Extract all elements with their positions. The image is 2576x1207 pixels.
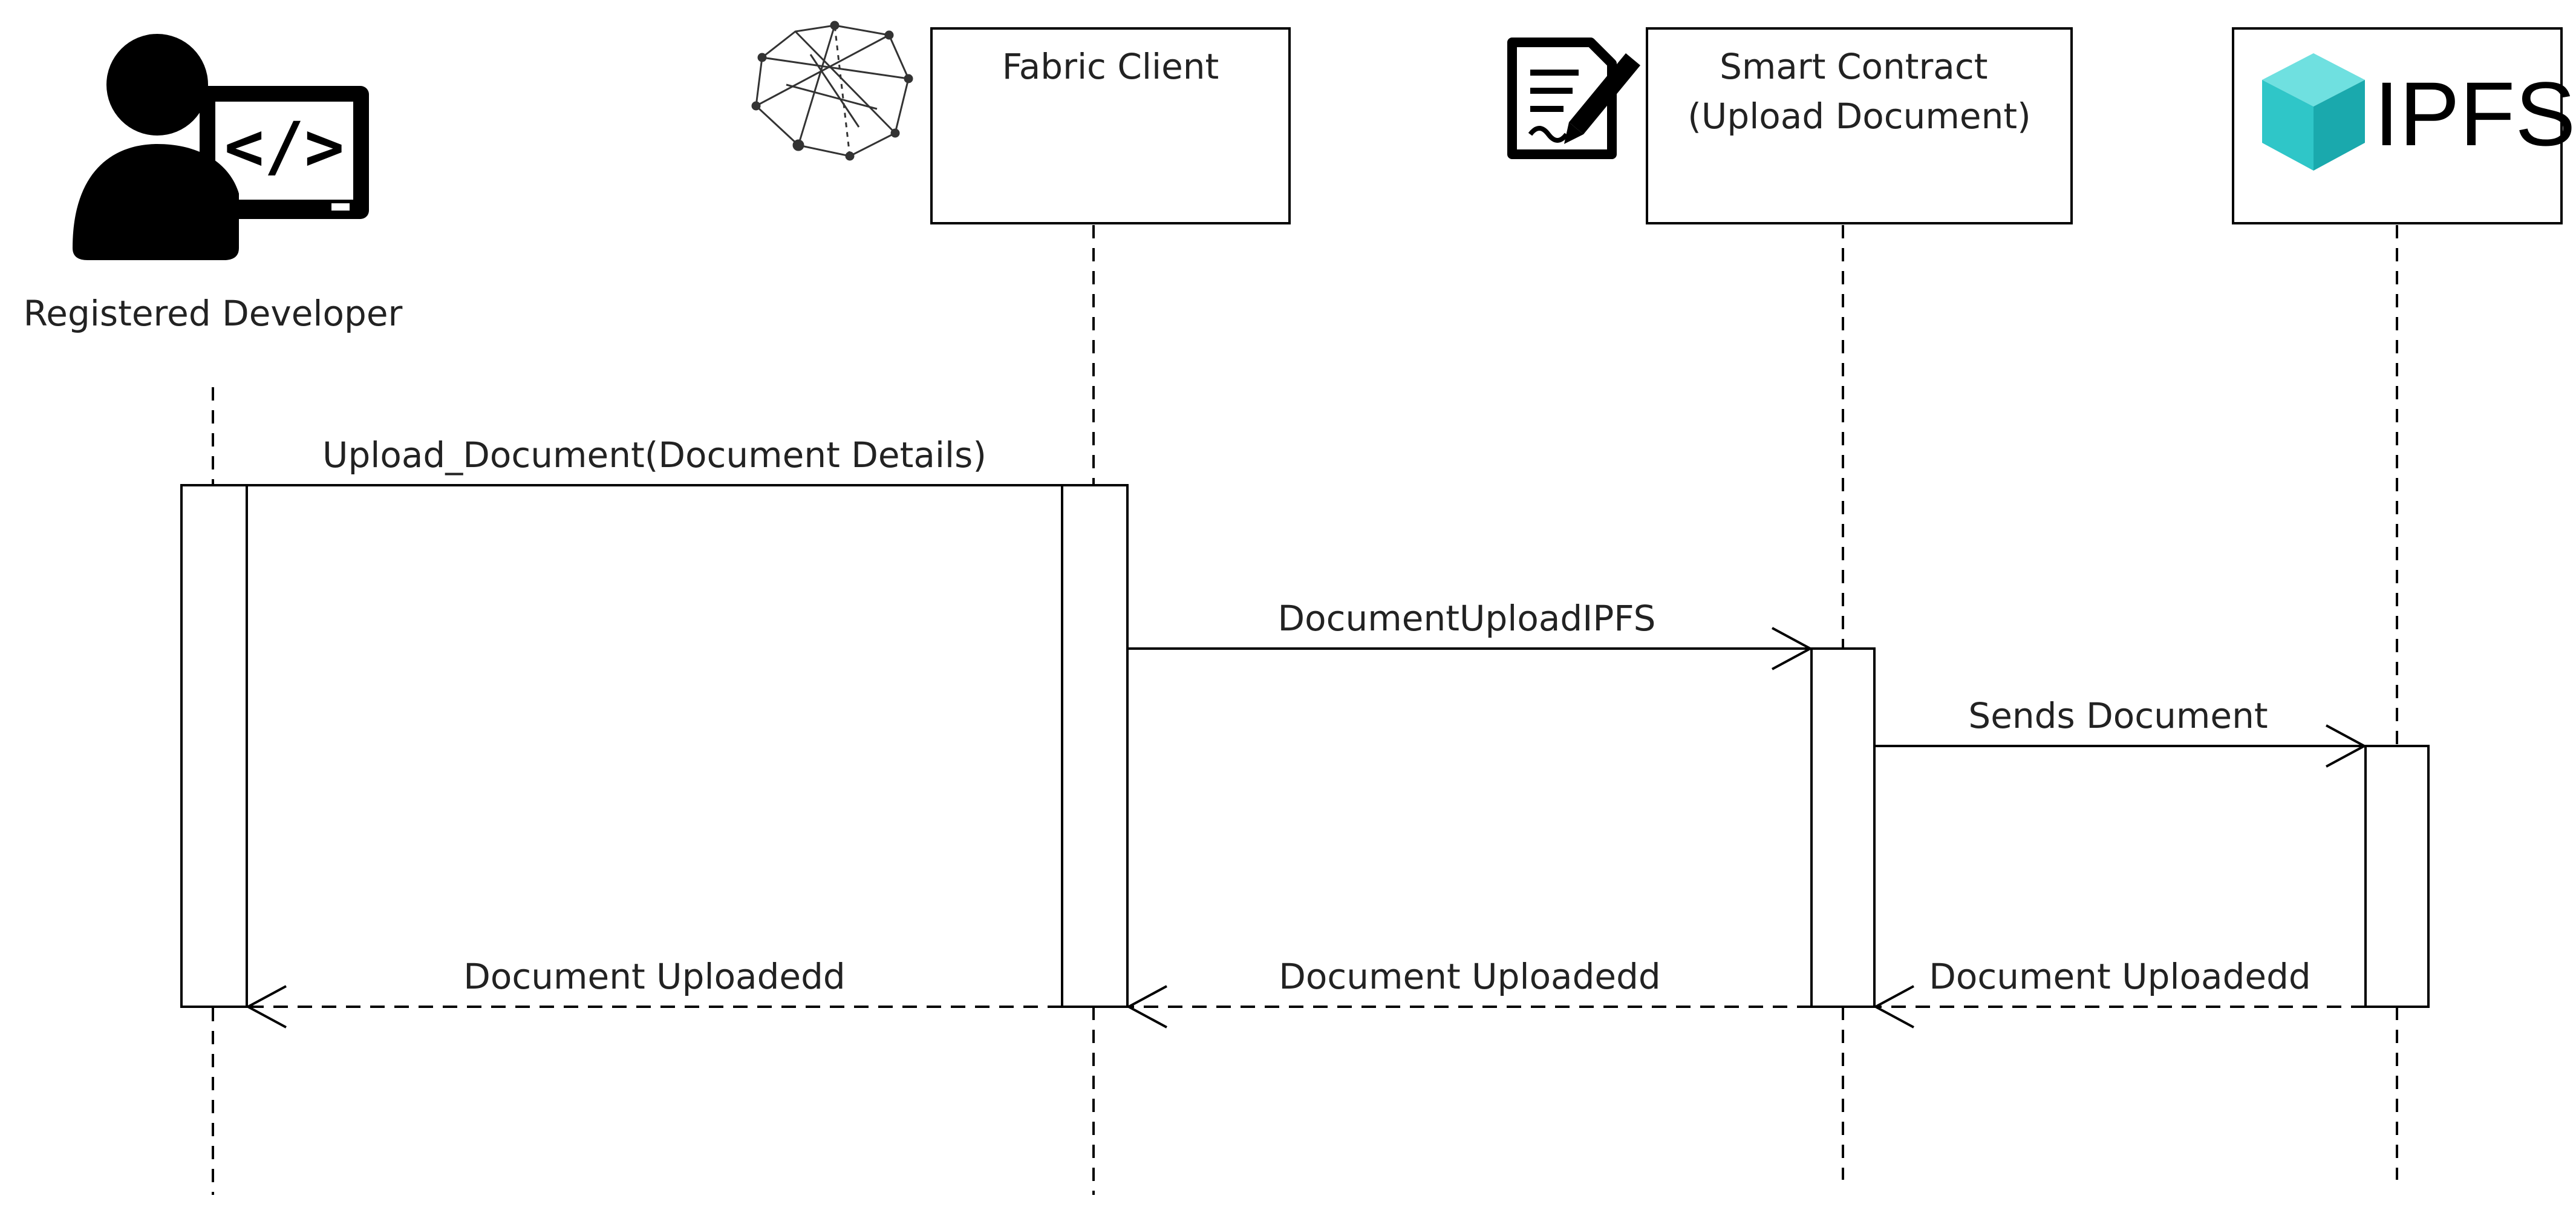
message-arrow-document-upload-ipfs [1127, 627, 1813, 670]
message-label-return-contract-fabric: Document Uploadedd [1279, 956, 1660, 997]
fabric-network-icon [751, 21, 913, 161]
participant-label-contract-line2: (Upload Document) [1687, 96, 2030, 137]
ipfs-logo: IPFS [2262, 53, 2575, 171]
svg-text:</>: </> [224, 108, 345, 185]
ipfs-logo-text: IPFS [2374, 63, 2575, 165]
message-label-sends-document: Sends Document [1968, 695, 2268, 736]
participant-label-contract: Smart Contract (Upload Document) [1687, 46, 2030, 137]
activation-bar-developer [180, 484, 248, 1008]
message-arrow-return-fabric-developer [245, 985, 1062, 1029]
participant-label-developer: Registered Developer [24, 293, 403, 334]
participant-box-fabric [930, 27, 1291, 224]
message-arrow-sends-document [1874, 724, 2367, 768]
message-label-document-upload-ipfs: DocumentUploadIPFS [1278, 598, 1656, 639]
participant-label-fabric: Fabric Client [1002, 46, 1219, 87]
activation-bar-fabric [1061, 484, 1129, 1008]
message-label-upload-document: Upload_Document(Document Details) [322, 434, 986, 476]
activation-bar-contract [1810, 647, 1876, 1008]
participant-label-contract-line1: Smart Contract [1720, 46, 1987, 87]
developer-icon: </> [73, 34, 369, 260]
message-arrow-return-ipfs-contract [1873, 985, 2366, 1029]
ipfs-cube-icon [2262, 53, 2365, 171]
participant-box-contract [1646, 27, 2073, 224]
message-arrow-return-contract-fabric [1126, 985, 1811, 1029]
message-label-return-fabric-developer: Document Uploadedd [463, 956, 845, 997]
activation-bar-ipfs [2364, 745, 2430, 1008]
contract-document-icon [1507, 38, 1640, 159]
message-label-return-ipfs-contract: Document Uploadedd [1929, 956, 2310, 997]
